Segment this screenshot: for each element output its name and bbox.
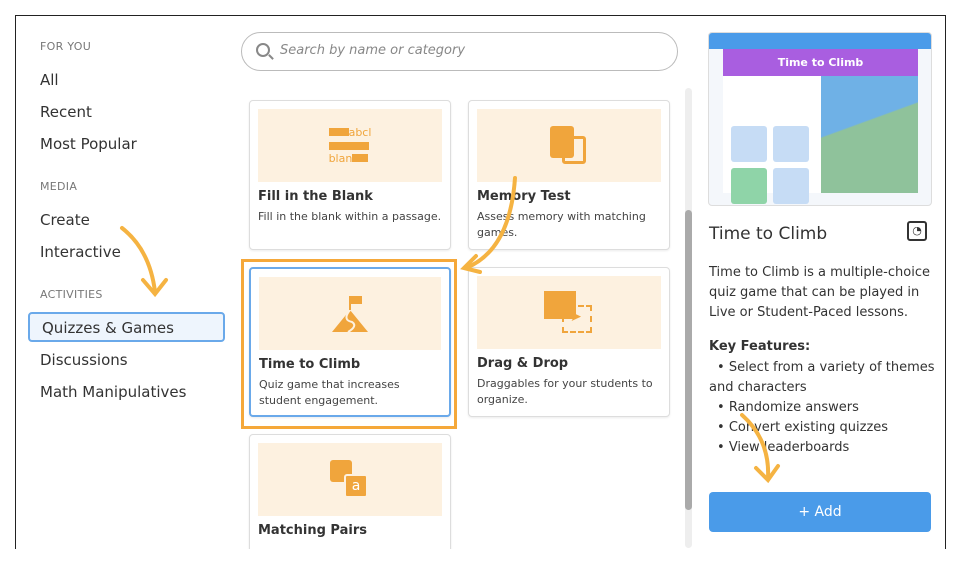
section-for-you: FOR YOU (40, 40, 92, 53)
preview-title: Time to Climb (723, 49, 918, 76)
sidebar-item-all[interactable]: All (40, 71, 59, 89)
card-desc: Quiz game that increases student engagem… (259, 378, 400, 407)
fill-blank-icon: abcl blan (258, 109, 442, 182)
card-title: Memory Test (477, 189, 571, 204)
mountain-flag-icon (259, 277, 441, 350)
card-title: Drag & Drop (477, 356, 569, 371)
feature-item: Select from a variety of themes and char… (709, 358, 937, 398)
sidebar-item-create[interactable]: Create (40, 211, 90, 229)
feature-item: Randomize answers (709, 398, 937, 418)
card-drag-and-drop[interactable]: ➤ Drag & Drop Draggables for your studen… (468, 267, 670, 417)
feature-item: View leaderboards (709, 438, 937, 458)
feature-item: Convert existing quizzes (709, 418, 937, 438)
sidebar-item-interactive[interactable]: Interactive (40, 243, 121, 261)
selection-highlight (241, 259, 457, 429)
scrollbar[interactable] (685, 88, 692, 548)
activity-picker: FOR YOU All Recent Most Popular MEDIA Cr… (15, 15, 946, 549)
search-icon (256, 43, 270, 57)
card-title: Fill in the Blank (258, 189, 373, 204)
resource-icon[interactable]: ◔ (907, 221, 927, 241)
section-activities: ACTIVITIES (40, 288, 103, 301)
section-media: MEDIA (40, 180, 78, 193)
matching-pairs-icon: a (258, 443, 442, 516)
card-fill-in-the-blank[interactable]: abcl blan Fill in the Blank Fill in the … (249, 100, 451, 250)
sidebar-item-quizzes-games[interactable]: Quizzes & Games (28, 312, 225, 342)
card-desc: Draggables for your students to organize… (477, 377, 653, 406)
card-matching-pairs[interactable]: a Matching Pairs (249, 434, 451, 549)
sidebar-item-most-popular[interactable]: Most Popular (40, 135, 137, 153)
sidebar-item-recent[interactable]: Recent (40, 103, 92, 121)
search-placeholder: Search by name or category (280, 43, 466, 58)
card-desc: Assess memory with matching games. (477, 210, 646, 239)
card-time-to-climb[interactable]: Time to Climb Quiz game that increases s… (249, 267, 451, 417)
key-features-label: Key Features: (709, 339, 811, 354)
sidebar-item-discussions[interactable]: Discussions (40, 351, 128, 369)
detail-description: Time to Climb is a multiple-choice quiz … (709, 265, 930, 320)
card-title: Matching Pairs (258, 523, 367, 538)
card-title: Time to Climb (259, 357, 361, 372)
sidebar-item-math-manipulatives[interactable]: Math Manipulatives (40, 383, 187, 401)
add-button[interactable]: + Add (709, 492, 931, 532)
search-input[interactable]: Search by name or category (241, 32, 678, 71)
preview-image: Time to Climb (708, 32, 932, 206)
features-list: Select from a variety of themes and char… (709, 358, 937, 458)
memory-cards-icon (477, 109, 661, 182)
card-memory-test[interactable]: Memory Test Assess memory with matching … (468, 100, 670, 250)
scrollbar-thumb[interactable] (685, 210, 692, 510)
drag-drop-icon: ➤ (477, 276, 661, 349)
detail-title: Time to Climb (709, 224, 828, 244)
card-desc: Fill in the blank within a passage. (258, 210, 442, 223)
